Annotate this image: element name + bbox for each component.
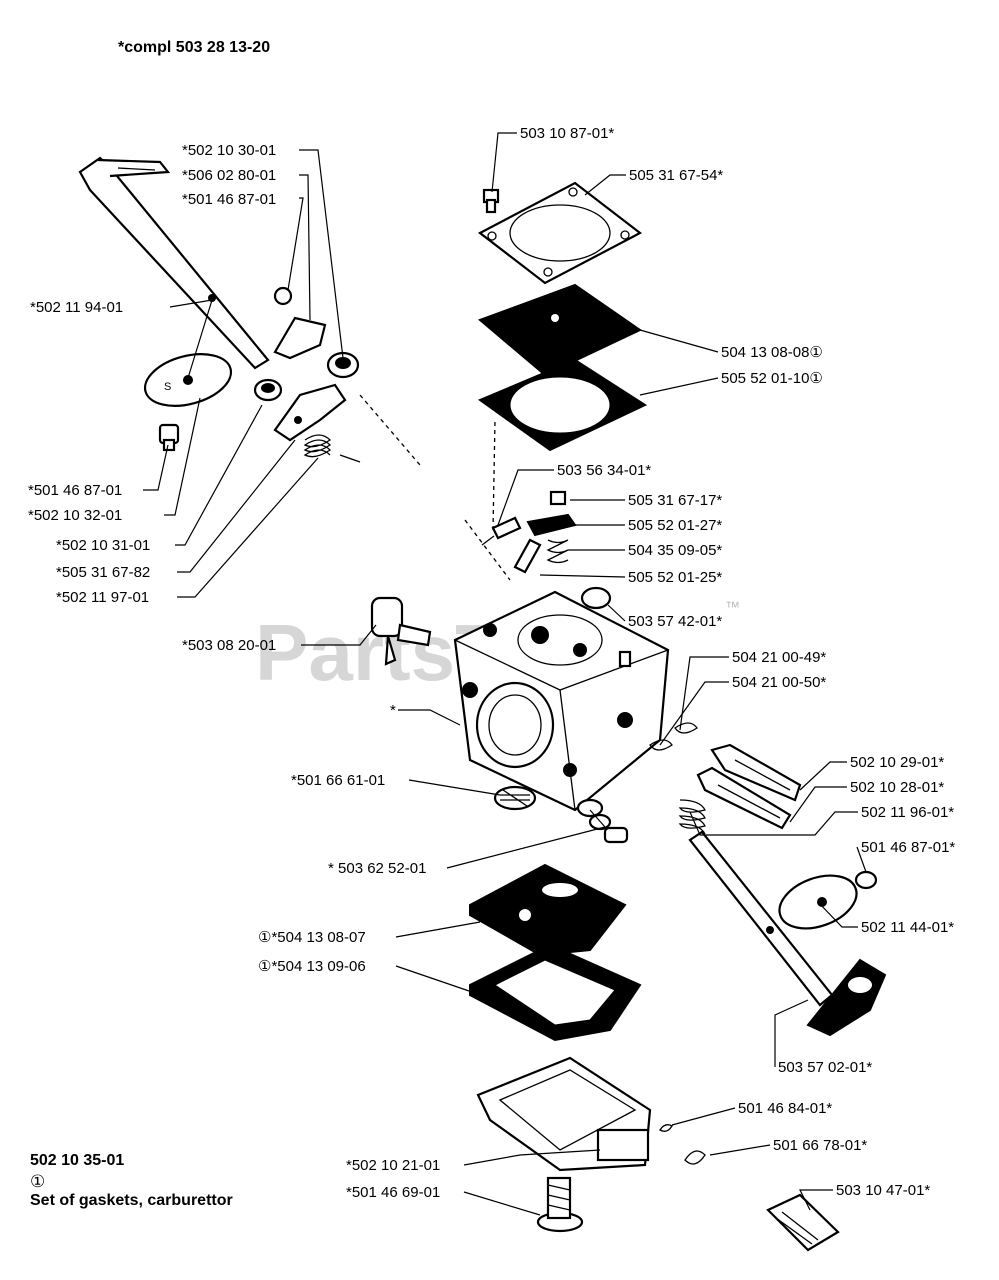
pump-cover-screw bbox=[482, 188, 500, 214]
throttle-bushing bbox=[326, 351, 360, 379]
part-labels: *502 10 30-01 *506 02 80-01 *501 46 87-0… bbox=[28, 125, 955, 1201]
choke-spring bbox=[303, 434, 361, 463]
label-carburettor-body: * bbox=[390, 702, 396, 719]
label-505-52-01-10: 505 52 01-10① bbox=[721, 370, 823, 387]
label-503-10-47-01: 503 10 47-01* bbox=[836, 1182, 930, 1199]
needle-lever bbox=[526, 513, 577, 537]
carburettor-body bbox=[453, 590, 670, 812]
choke-bushing bbox=[253, 378, 283, 402]
legend-symbol: ① bbox=[30, 1172, 45, 1191]
inlet-needle bbox=[481, 516, 522, 546]
label-501-66-61-01: *501 66 61-01 bbox=[291, 772, 385, 789]
choke-shaft-lever bbox=[78, 156, 270, 370]
label-503-57-42-01: 503 57 42-01* bbox=[628, 613, 722, 630]
choke-detent-lever bbox=[273, 383, 347, 442]
pump-cover bbox=[477, 181, 643, 285]
label-502-10-32-01: *502 10 32-01 bbox=[28, 507, 122, 524]
low-speed-needle bbox=[696, 766, 792, 830]
high-speed-needle bbox=[710, 743, 802, 802]
label-502-10-31-01: *502 10 31-01 bbox=[56, 537, 150, 554]
pump-gasket bbox=[477, 358, 648, 452]
metering-gasket bbox=[469, 943, 642, 1042]
label-501-46-87-01-a: *501 46 87-01 bbox=[182, 191, 276, 208]
label-501-46-69-01: *501 46 69-01 bbox=[346, 1184, 440, 1201]
cover-screw bbox=[536, 1176, 584, 1233]
needle-spring-1 bbox=[674, 722, 698, 734]
label-502-10-30-01: *502 10 30-01 bbox=[182, 142, 276, 159]
label-505-31-67-82: *505 31 67-82 bbox=[56, 564, 150, 581]
label-505-31-67-54: 505 31 67-54* bbox=[629, 167, 723, 184]
label-501-46-87-01-b: *501 46 87-01 bbox=[28, 482, 122, 499]
label-502-10-28-01: 502 10 28-01* bbox=[850, 779, 944, 796]
label-503-57-02-01: 503 57 02-01* bbox=[778, 1059, 872, 1076]
lever-pin bbox=[513, 538, 542, 574]
throttle-lever-small bbox=[273, 286, 327, 360]
check-valve-parts bbox=[576, 798, 629, 844]
label-501-46-87-01-c: 501 46 87-01* bbox=[861, 839, 955, 856]
idle-screw bbox=[766, 1193, 840, 1252]
needle-spring-2 bbox=[649, 739, 673, 751]
throttle-spring bbox=[678, 799, 706, 835]
label-506-02-80-01: *506 02 80-01 bbox=[182, 167, 276, 184]
label-505-31-67-17: 505 31 67-17* bbox=[628, 492, 722, 509]
assembly-label: *compl 503 28 13-20 bbox=[118, 39, 270, 56]
legend-part-number: 502 10 35-01 bbox=[30, 1152, 124, 1169]
label-502-10-21-01: *502 10 21-01 bbox=[346, 1157, 440, 1174]
label-501-46-84-01: 501 46 84-01* bbox=[738, 1100, 832, 1117]
filter-screen bbox=[493, 785, 537, 811]
watermark-tm: ™ bbox=[725, 599, 740, 616]
pump-diaphragm bbox=[478, 283, 642, 377]
needle-lever-screw bbox=[549, 490, 567, 506]
label-503-62-52-01: * 503 62 52-01 bbox=[328, 860, 426, 877]
choke-screw bbox=[158, 423, 180, 452]
label-503-08-20-01: *503 08 20-01 bbox=[182, 637, 276, 654]
label-504-35-09-05: 504 35 09-05* bbox=[628, 542, 722, 559]
legend-description: Set of gaskets, carburettor bbox=[30, 1192, 233, 1209]
throttle-screw bbox=[854, 870, 878, 890]
welch-plug bbox=[580, 586, 612, 610]
label-502-11-96-01: 502 11 96-01* bbox=[861, 804, 954, 821]
lever-spring bbox=[546, 539, 569, 564]
choke-shutter-disc: S bbox=[143, 353, 233, 407]
metering-diaphragm bbox=[469, 863, 627, 957]
label-505-52-01-27: 505 52 01-27* bbox=[628, 517, 722, 534]
metering-cover bbox=[476, 1056, 652, 1172]
throttle-lever bbox=[806, 958, 887, 1037]
label-502-11-97-01: *502 11 97-01 bbox=[56, 589, 149, 606]
svg-text:S: S bbox=[164, 381, 171, 393]
label-501-66-78-01: 501 66 78-01* bbox=[773, 1137, 867, 1154]
label-504-13-09-06: ①*504 13 09-06 bbox=[258, 958, 366, 975]
idle-spring bbox=[684, 1150, 706, 1165]
label-504-13-08-08: 504 13 08-08① bbox=[721, 344, 823, 361]
label-503-56-34-01: 503 56 34-01* bbox=[557, 462, 651, 479]
label-504-13-08-07: ①*504 13 08-07 bbox=[258, 929, 366, 946]
label-502-10-29-01: 502 10 29-01* bbox=[850, 754, 944, 771]
label-503-10-87-01: 503 10 87-01* bbox=[520, 125, 614, 142]
label-504-21-00-50: 504 21 00-50* bbox=[732, 674, 826, 691]
leader-lines bbox=[143, 132, 867, 1216]
label-505-52-01-25: 505 52 01-25* bbox=[628, 569, 722, 586]
label-502-11-44-01: 502 11 44-01* bbox=[861, 919, 954, 936]
label-502-11-94-01: *502 11 94-01 bbox=[30, 299, 123, 316]
label-504-21-00-49: 504 21 00-49* bbox=[732, 649, 826, 666]
gasket-set-legend: 502 10 35-01 ① Set of gaskets, carburett… bbox=[30, 1152, 233, 1209]
fuel-inlet-elbow bbox=[370, 596, 432, 666]
small-spring bbox=[659, 1124, 673, 1132]
